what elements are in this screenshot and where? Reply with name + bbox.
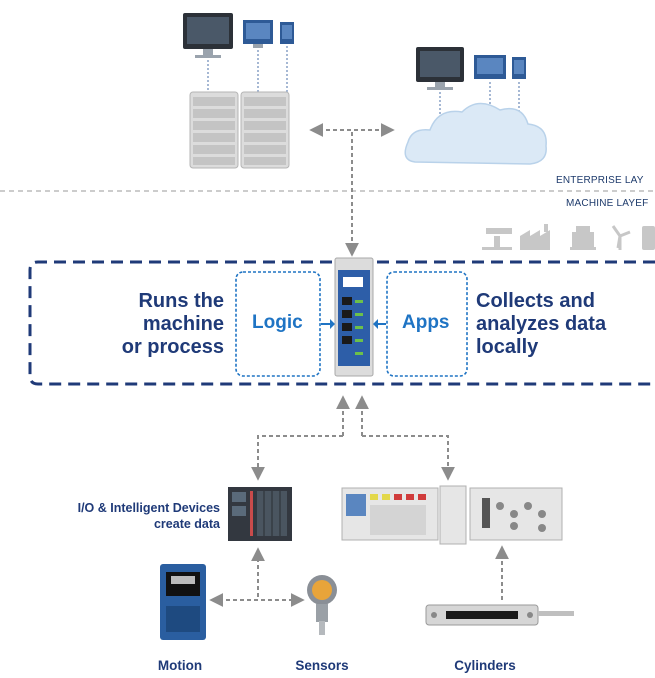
- logic-label: Logic: [252, 312, 303, 333]
- desktop-monitor-icon: [512, 57, 526, 79]
- cylinders-caption: Cylinders: [454, 658, 516, 673]
- left-text-line: Runs the: [138, 290, 224, 312]
- desktop-monitor-icon: [183, 13, 233, 58]
- server-rack-icon: [189, 91, 239, 169]
- right-text-line: locally: [476, 336, 539, 358]
- io-text-line: I/O & Intelligent Devices: [77, 501, 220, 515]
- oil-pump-icon: [482, 228, 512, 250]
- apps-label: Apps: [402, 312, 450, 333]
- edge-controller-icon: [334, 257, 374, 377]
- left-text-line: or process: [121, 336, 224, 358]
- io-devices-text: I/O & Intelligent Devices create data: [20, 500, 220, 532]
- motion-caption: Motion: [157, 658, 203, 673]
- collects-data-text: Collects and analyzes data locally: [476, 290, 651, 359]
- factory-icon: [520, 224, 550, 250]
- enterprise-layer-label: ENTERPRISE LAY: [556, 175, 644, 186]
- pneumatic-cylinder-icon: [425, 604, 574, 626]
- desktop-monitor-icon: [243, 20, 273, 48]
- logic-box: [235, 271, 321, 377]
- cloud-icon: [404, 102, 547, 165]
- factory-icon: [570, 226, 596, 250]
- plc-rack-icon: [341, 485, 563, 545]
- desktop-monitor-icon: [416, 47, 464, 90]
- sensor-icon: [307, 575, 337, 635]
- motion-drive-icon: [160, 564, 206, 640]
- right-text-line: analyzes data: [476, 313, 607, 335]
- left-text-line: machine: [142, 313, 224, 335]
- runs-machine-text: Runs the machine or process: [108, 290, 224, 359]
- controller-icon: [642, 226, 655, 250]
- wind-turbine-icon: [611, 225, 631, 250]
- server-rack-icon: [240, 91, 290, 169]
- io-module-icon: [228, 487, 292, 541]
- io-text-line: create data: [153, 517, 220, 531]
- desktop-monitor-icon: [474, 55, 506, 79]
- right-text-line: Collects and: [476, 290, 595, 312]
- apps-box: [386, 271, 468, 377]
- sensors-caption: Sensors: [295, 658, 349, 673]
- desktop-monitor-icon: [280, 22, 294, 44]
- machine-layer-boundary: [28, 260, 655, 386]
- machine-layer-label: MACHINE LAYEF: [566, 198, 649, 209]
